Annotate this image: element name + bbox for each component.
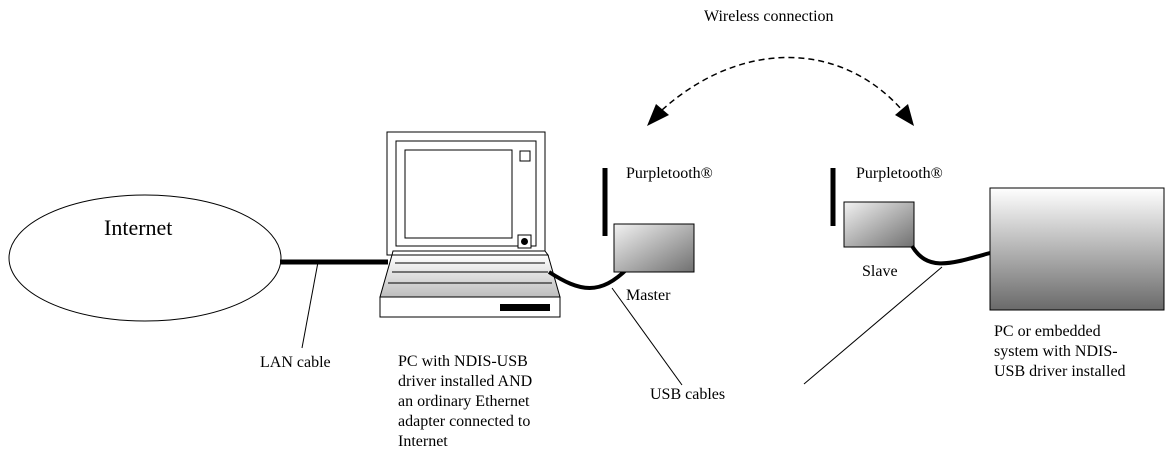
slave-brand-label: Purpletooth®: [856, 165, 943, 182]
lan-cable-label: LAN cable: [260, 354, 331, 371]
embedded-system-description-label: PC or embedded system with NDIS- USB dri…: [994, 323, 1126, 380]
slave-usb-cable: [910, 244, 991, 266]
embedded-system-box: [989, 187, 1165, 311]
master-brand-label: Purpletooth®: [626, 165, 713, 182]
master-usb-cable: [547, 266, 630, 290]
internet-cloud: [8, 194, 282, 322]
usb-cable-leader-line-left: [611, 287, 683, 386]
master-purpletooth-dongle: [602, 168, 695, 273]
slave-label: Slave: [862, 263, 898, 280]
pc-description-label: PC with NDIS-USB driver installed AND an…: [398, 353, 533, 450]
usb-cable-leader-line-right: [803, 266, 943, 385]
slave-purpletooth-dongle: [830, 168, 915, 248]
laptop-pc-icon: [379, 131, 561, 318]
internet-label: Internet: [104, 215, 173, 240]
master-label: Master: [626, 287, 671, 304]
usb-cables-label: USB cables: [650, 386, 726, 403]
wireless-connection-arrow: [647, 56, 914, 126]
lan-cable-leader-line: [301, 261, 319, 349]
wireless-connection-label: Wireless connection: [704, 8, 834, 25]
